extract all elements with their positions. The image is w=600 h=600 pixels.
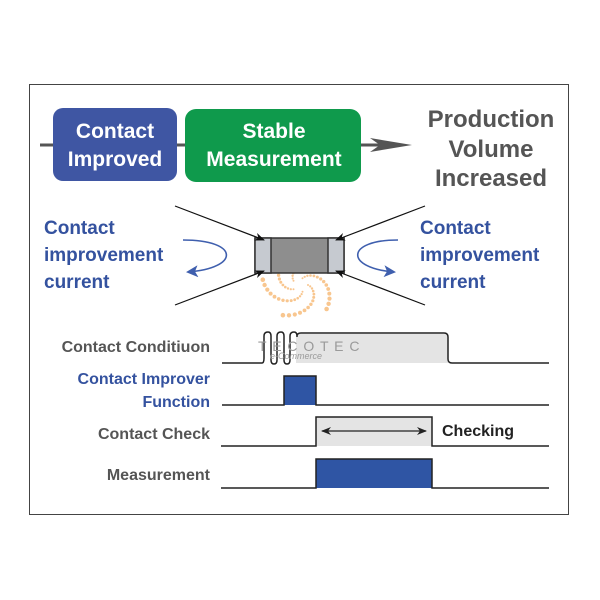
watermark-dot xyxy=(306,274,309,277)
right-label-line2: improvement xyxy=(420,245,540,266)
watermark-dot xyxy=(326,287,331,291)
watermark-dot xyxy=(272,294,277,299)
watermark-dot xyxy=(292,312,297,317)
timing-label-contact-condition: Contact Conditiuon xyxy=(62,339,210,356)
watermark-dot xyxy=(292,279,295,282)
right-current-label: Contact improvement current xyxy=(420,218,540,293)
signal-contact-check xyxy=(221,416,549,447)
watermark-dot xyxy=(265,287,270,292)
right-label-line3: current xyxy=(420,272,486,293)
watermark-dot xyxy=(309,302,313,306)
contact-improved-box: Contact Improved xyxy=(53,108,177,181)
watermark-dot xyxy=(281,298,285,302)
watermark-dot xyxy=(298,295,302,298)
watermark-dot xyxy=(306,305,310,310)
timing-label-contact-check: Contact Check xyxy=(98,426,210,443)
contact-improved-line1: Contact xyxy=(76,120,154,143)
watermark-dot xyxy=(301,290,304,293)
watermark-sub: e-Commerce xyxy=(270,351,322,361)
watermark-dot xyxy=(300,293,303,296)
watermark-dot xyxy=(268,291,273,296)
watermark-dot xyxy=(312,295,316,299)
watermark-dot xyxy=(324,306,329,312)
watermark-dot xyxy=(286,313,292,318)
watermark-dot xyxy=(286,287,290,290)
watermark-dot xyxy=(311,289,315,293)
watermark-dot xyxy=(279,280,283,284)
watermark-dot xyxy=(280,312,286,318)
left-current-label: Contact improvement current xyxy=(44,218,164,293)
watermark-dot xyxy=(322,279,326,284)
stable-measurement-box: Stable Measurement xyxy=(185,109,361,182)
probe-top-right xyxy=(335,205,426,241)
watermark-dot xyxy=(291,274,294,277)
watermark-dot xyxy=(296,296,300,300)
watermark-dot xyxy=(302,308,307,313)
watermark-dot xyxy=(260,277,266,283)
result-line1: Production xyxy=(428,106,555,133)
stable-measurement-line2: Measurement xyxy=(206,148,341,171)
current-arrow-right-icon xyxy=(356,239,399,278)
watermark-dot xyxy=(324,283,329,287)
watermark-dot xyxy=(293,298,297,302)
watermark-dot xyxy=(310,287,314,290)
result-line3: Increased xyxy=(435,165,547,192)
right-label-line1: Contact xyxy=(420,218,491,239)
watermark-dot xyxy=(315,275,319,279)
watermark-dot xyxy=(307,284,309,286)
timing-label-improver-line1: Contact Improver xyxy=(78,371,210,388)
watermark-dot xyxy=(301,277,304,280)
watermark-dot xyxy=(276,297,281,301)
flow-arrow-icon xyxy=(370,138,412,152)
watermark-dot xyxy=(291,277,294,280)
watermark-dot xyxy=(327,296,332,301)
watermark-dot xyxy=(326,301,331,306)
watermark-dot xyxy=(312,274,316,278)
watermark-brand: T E C O T E C xyxy=(258,338,360,354)
watermark-dot xyxy=(298,310,302,315)
timing-label-improver-line2: Function xyxy=(142,394,210,411)
signal-contact-condition xyxy=(222,331,549,365)
left-label-line1: Contact xyxy=(44,218,115,239)
watermark-dot xyxy=(312,292,316,296)
watermark-dot xyxy=(311,299,315,303)
watermark-dot xyxy=(292,288,295,291)
watermark-dot xyxy=(319,277,323,281)
watermark-dot xyxy=(327,291,332,296)
result-line2: Volume xyxy=(449,136,534,163)
contact-improved-line2: Improved xyxy=(68,148,163,171)
watermark-dot xyxy=(285,299,289,303)
watermark-dot xyxy=(277,277,281,281)
current-arrow-left-icon xyxy=(182,239,228,278)
left-label-line3: current xyxy=(44,272,110,293)
watermark-dot xyxy=(276,273,281,277)
watermark-dot xyxy=(284,285,287,289)
checking-label: Checking xyxy=(442,423,514,440)
signal-contact-improver xyxy=(222,375,549,406)
watermark-dot xyxy=(281,283,285,287)
probe-bottom-right xyxy=(335,270,426,306)
watermark-dot xyxy=(309,274,312,277)
probe-top-left xyxy=(174,205,265,241)
timing-label-measurement: Measurement xyxy=(107,467,211,484)
signal-measurement xyxy=(221,458,549,489)
watermark-dot xyxy=(289,299,293,303)
probe-bottom-left xyxy=(174,270,265,306)
watermark-dot xyxy=(262,282,267,288)
chip-component xyxy=(254,237,345,274)
watermark-dot xyxy=(309,285,312,288)
watermark-dot xyxy=(303,275,306,278)
left-label-line2: improvement xyxy=(44,245,164,266)
stable-measurement-line1: Stable xyxy=(242,120,305,143)
watermark-dot xyxy=(289,288,292,291)
production-volume-text: Production Volume Increased xyxy=(428,106,555,192)
